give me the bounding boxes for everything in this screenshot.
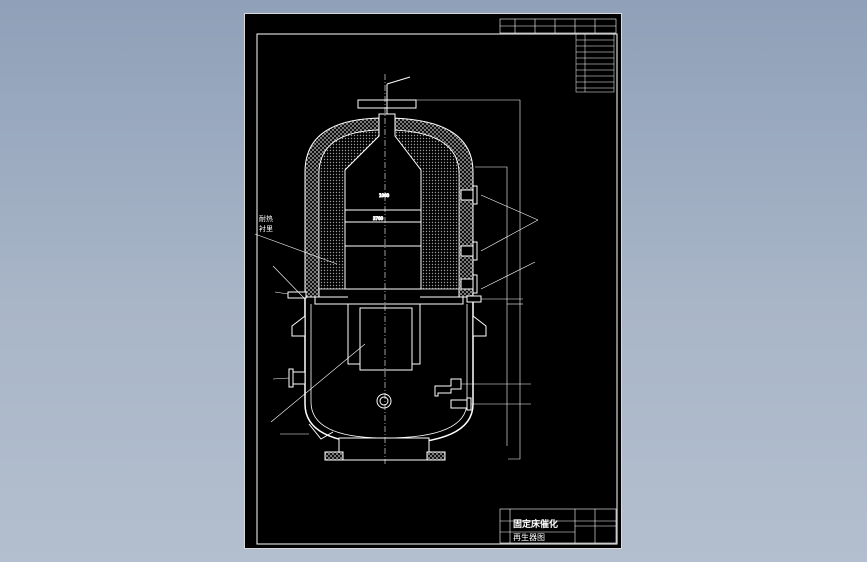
dimension-lines: [408, 99, 523, 460]
drawing-frame: [256, 33, 618, 545]
cad-drawing-viewport[interactable]: 1000 3700: [244, 13, 622, 549]
title-block: [499, 508, 617, 544]
support-lugs: [291, 314, 487, 337]
callout-insulation-line2: 衬里: [259, 224, 273, 233]
svg-text:1000: 1000: [379, 193, 390, 198]
parts-list-table: [575, 33, 615, 93]
drawing-title-line1: 固定床催化: [513, 518, 558, 530]
inner-cylinder: [314, 296, 464, 371]
revision-table: [499, 18, 617, 34]
nozzles: [287, 185, 482, 411]
top-flange: [357, 76, 417, 114]
svg-text:3700: 3700: [373, 216, 384, 221]
leader-lines: [254, 194, 539, 435]
central-riser: 1000 3700: [344, 113, 422, 290]
vessel-drawing: 1000 3700: [254, 18, 618, 545]
callout-insulation-line1: 耐热: [259, 214, 273, 223]
drawing-title-line2: 再生器图: [513, 532, 545, 542]
base-skirt: [308, 74, 446, 464]
